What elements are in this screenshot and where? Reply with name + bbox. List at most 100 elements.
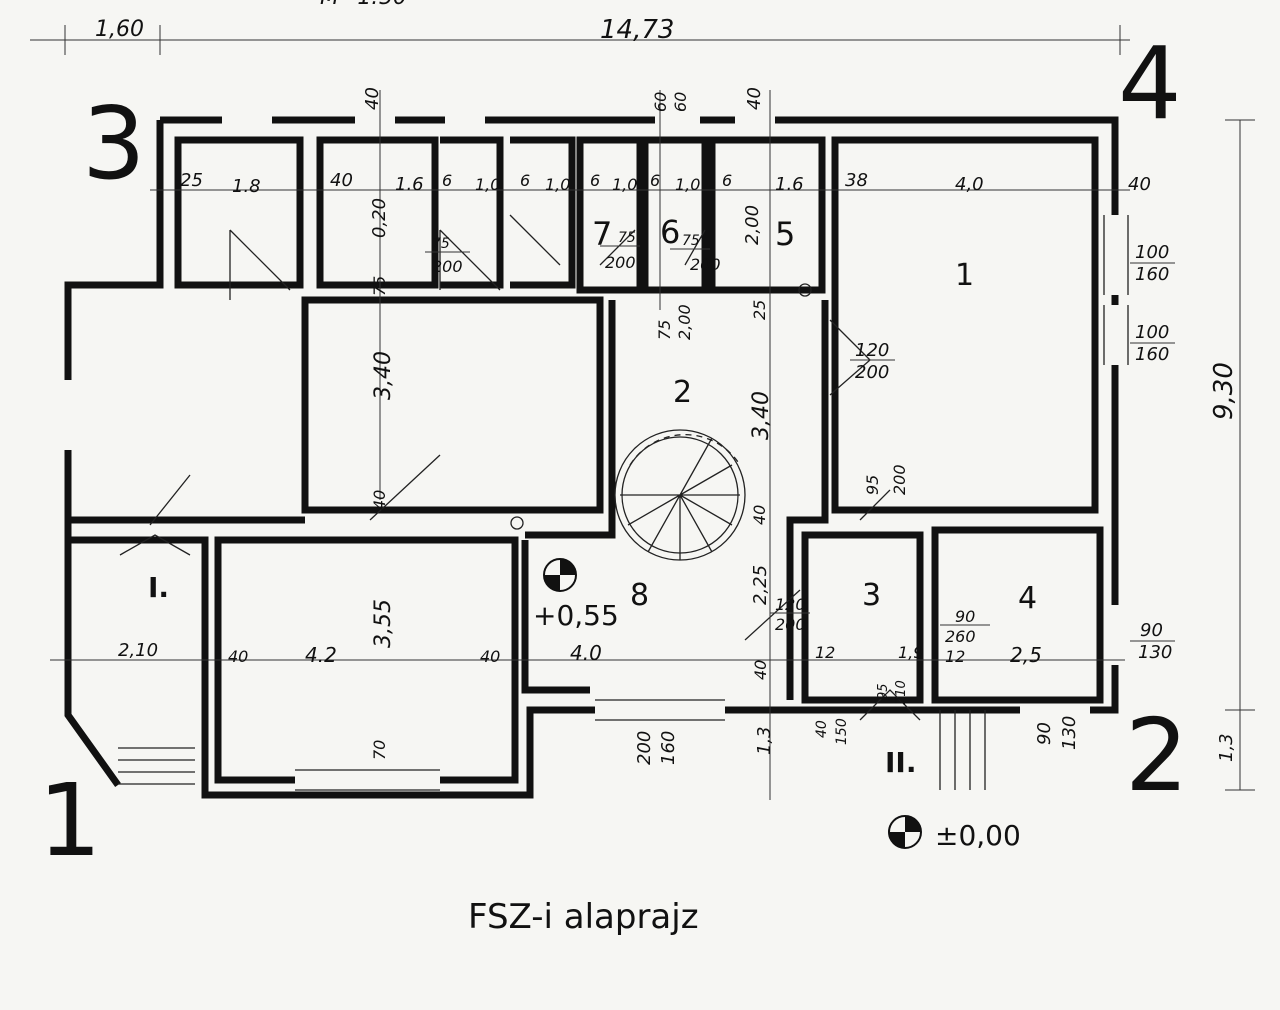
room-8-label: 8 <box>630 578 649 613</box>
dim-bottom-1: 2,10 <box>118 640 158 661</box>
dim-bottom-9: 2,5 <box>1010 643 1042 667</box>
svg-text:160: 160 <box>658 731 679 765</box>
svg-text:200: 200 <box>690 255 721 274</box>
dim-vert-15: 1,3 <box>1216 733 1237 762</box>
dim-vert-10: 3,55 <box>371 599 396 648</box>
dim-top-1: 25 <box>180 170 203 191</box>
dim-bottom-5: 4.0 <box>570 641 602 665</box>
bottom-dimension-row: 2,10 40 4.2 40 4.0 12 1,9 12 2,5 <box>118 640 1042 667</box>
svg-text:160: 160 <box>1135 264 1169 285</box>
svg-text:130: 130 <box>1138 642 1172 663</box>
dim-vert-5: 75 <box>655 320 674 340</box>
room-2-label: 2 <box>673 375 692 410</box>
dim-top-16: 4,0 <box>955 174 984 195</box>
dim-top-17: 40 <box>1128 174 1151 195</box>
dim-top-13: 6 <box>722 171 732 190</box>
dim-vert-6: 25 <box>750 300 769 320</box>
dim-vert-11: 2,25 <box>750 565 771 605</box>
dim-top-4: 1.6 <box>395 174 424 195</box>
svg-text:200: 200 <box>634 731 655 765</box>
svg-text:200: 200 <box>432 257 463 276</box>
svg-text:200: 200 <box>605 253 636 272</box>
svg-text:90: 90 <box>1140 620 1163 641</box>
dim-wall-mark-4: 40 <box>744 87 765 110</box>
axis-4-label: 4 <box>1118 25 1182 142</box>
dim-bottom-8: 12 <box>945 647 965 666</box>
svg-text:120: 120 <box>775 595 806 614</box>
dim-top-14: 1.6 <box>775 174 804 195</box>
dim-vert-7: 2,00 <box>675 304 694 340</box>
dim-vert-4: 3,40 <box>749 391 774 440</box>
door-swings <box>119 214 921 721</box>
svg-text:90: 90 <box>955 607 975 626</box>
svg-text:75: 75 <box>682 233 700 249</box>
entrance-I-label: I. <box>148 571 169 604</box>
svg-text:75: 75 <box>618 230 636 246</box>
dim-top-12: 1,0 <box>675 175 700 194</box>
svg-text:75: 75 <box>432 236 450 252</box>
svg-text:95: 95 <box>876 683 891 700</box>
room-3-label: 3 <box>862 578 881 613</box>
dim-bottom-4: 40 <box>480 647 500 666</box>
level-upper-label: +0,55 <box>533 599 619 632</box>
dim-top-9: 6 <box>590 171 600 190</box>
dim-top-15: 38 <box>845 170 868 191</box>
svg-text:100: 100 <box>1135 322 1169 343</box>
window-label: 95 200 <box>863 464 909 495</box>
svg-text:260: 260 <box>945 627 976 646</box>
dim-overall-height: 9,30 <box>1209 362 1239 420</box>
dim-bottom-2: 40 <box>228 647 248 666</box>
dim-top-10: 1,0 <box>612 175 637 194</box>
level-marker-upper-icon <box>543 558 577 592</box>
axis-1-label: 1 <box>38 762 102 879</box>
svg-text:210: 210 <box>894 680 909 705</box>
interior-walls <box>64 136 1104 784</box>
dim-vert-1: 0,20 <box>369 198 390 238</box>
dim-top-6: 1,0 <box>475 175 500 194</box>
dim-bottom-7: 1,9 <box>898 643 923 662</box>
dim-vert-3: 3,40 <box>371 351 396 400</box>
columns <box>510 283 812 530</box>
dim-wall-mark-3: 60 <box>671 92 690 112</box>
svg-text:95: 95 <box>863 475 882 495</box>
axis-2-label: 2 <box>1125 697 1189 814</box>
room-5-label: 5 <box>775 215 795 253</box>
dim-wall-mark-2: 60 <box>651 92 670 112</box>
svg-text:200: 200 <box>890 464 909 495</box>
dim-top-7: 6 <box>520 171 530 190</box>
dim-vert-8: 40 <box>370 490 389 510</box>
room-7-label: 7 <box>592 215 612 253</box>
svg-text:40: 40 <box>814 720 830 738</box>
entrance-II-label: II. <box>885 746 916 779</box>
level-marker-ground-icon <box>888 815 922 849</box>
header-fragment: M=1:50 <box>320 0 407 10</box>
dim-top-3: 40 <box>330 170 353 191</box>
svg-text:150: 150 <box>834 718 850 745</box>
dim-vert-9: 40 <box>750 505 769 525</box>
dim-overall-width: 14,73 <box>600 15 674 45</box>
axis-3-label: 3 <box>82 85 146 202</box>
room-4-label: 4 <box>1018 581 1037 616</box>
dim-small-room: 2,00 <box>742 205 763 245</box>
dim-bottom-6: 12 <box>815 643 835 662</box>
dim-vert-14: 1,3 <box>754 726 775 755</box>
dim-vert-2: 75 <box>370 276 389 296</box>
svg-text:120: 120 <box>855 340 889 361</box>
dim-bottom-3: 4.2 <box>305 643 337 667</box>
spiral-staircase-icon <box>614 429 746 561</box>
dimension-lines <box>30 25 1255 800</box>
dim-top-8: 1,0 <box>545 175 570 194</box>
svg-text:130: 130 <box>1059 716 1080 750</box>
svg-text:200: 200 <box>775 615 806 634</box>
